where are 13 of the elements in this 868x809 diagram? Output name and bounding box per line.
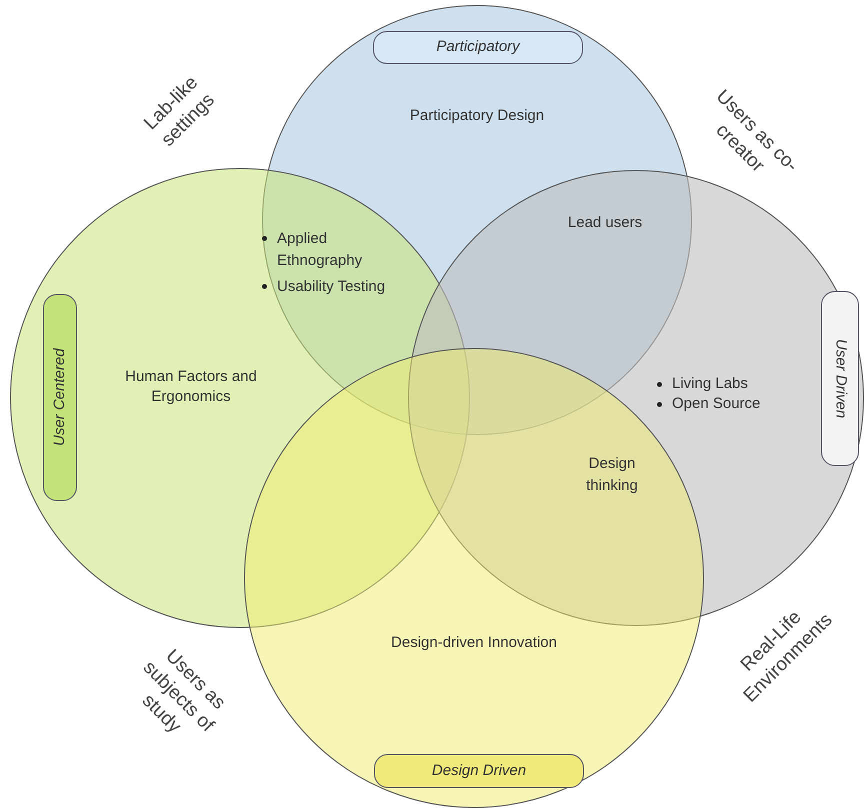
list-item: Open Source xyxy=(672,394,760,414)
list-item: Living Labs xyxy=(672,374,748,394)
circle-label: Participatory Design xyxy=(408,106,546,126)
list-item: Applied Ethnography xyxy=(277,229,364,271)
circle-label: Design-driven Innovation xyxy=(390,633,558,653)
category-tag: Design Driven xyxy=(374,754,584,788)
category-tag: User Centered xyxy=(43,294,77,501)
overlap-label: Design thinking xyxy=(585,454,639,496)
circle-label: Human Factors and Ergonomics xyxy=(124,367,258,407)
list-item: Usability Testing xyxy=(277,277,386,297)
category-tag: Participatory xyxy=(373,31,583,64)
category-tag: User Driven xyxy=(821,291,859,466)
overlap-label: Lead users xyxy=(566,213,644,233)
